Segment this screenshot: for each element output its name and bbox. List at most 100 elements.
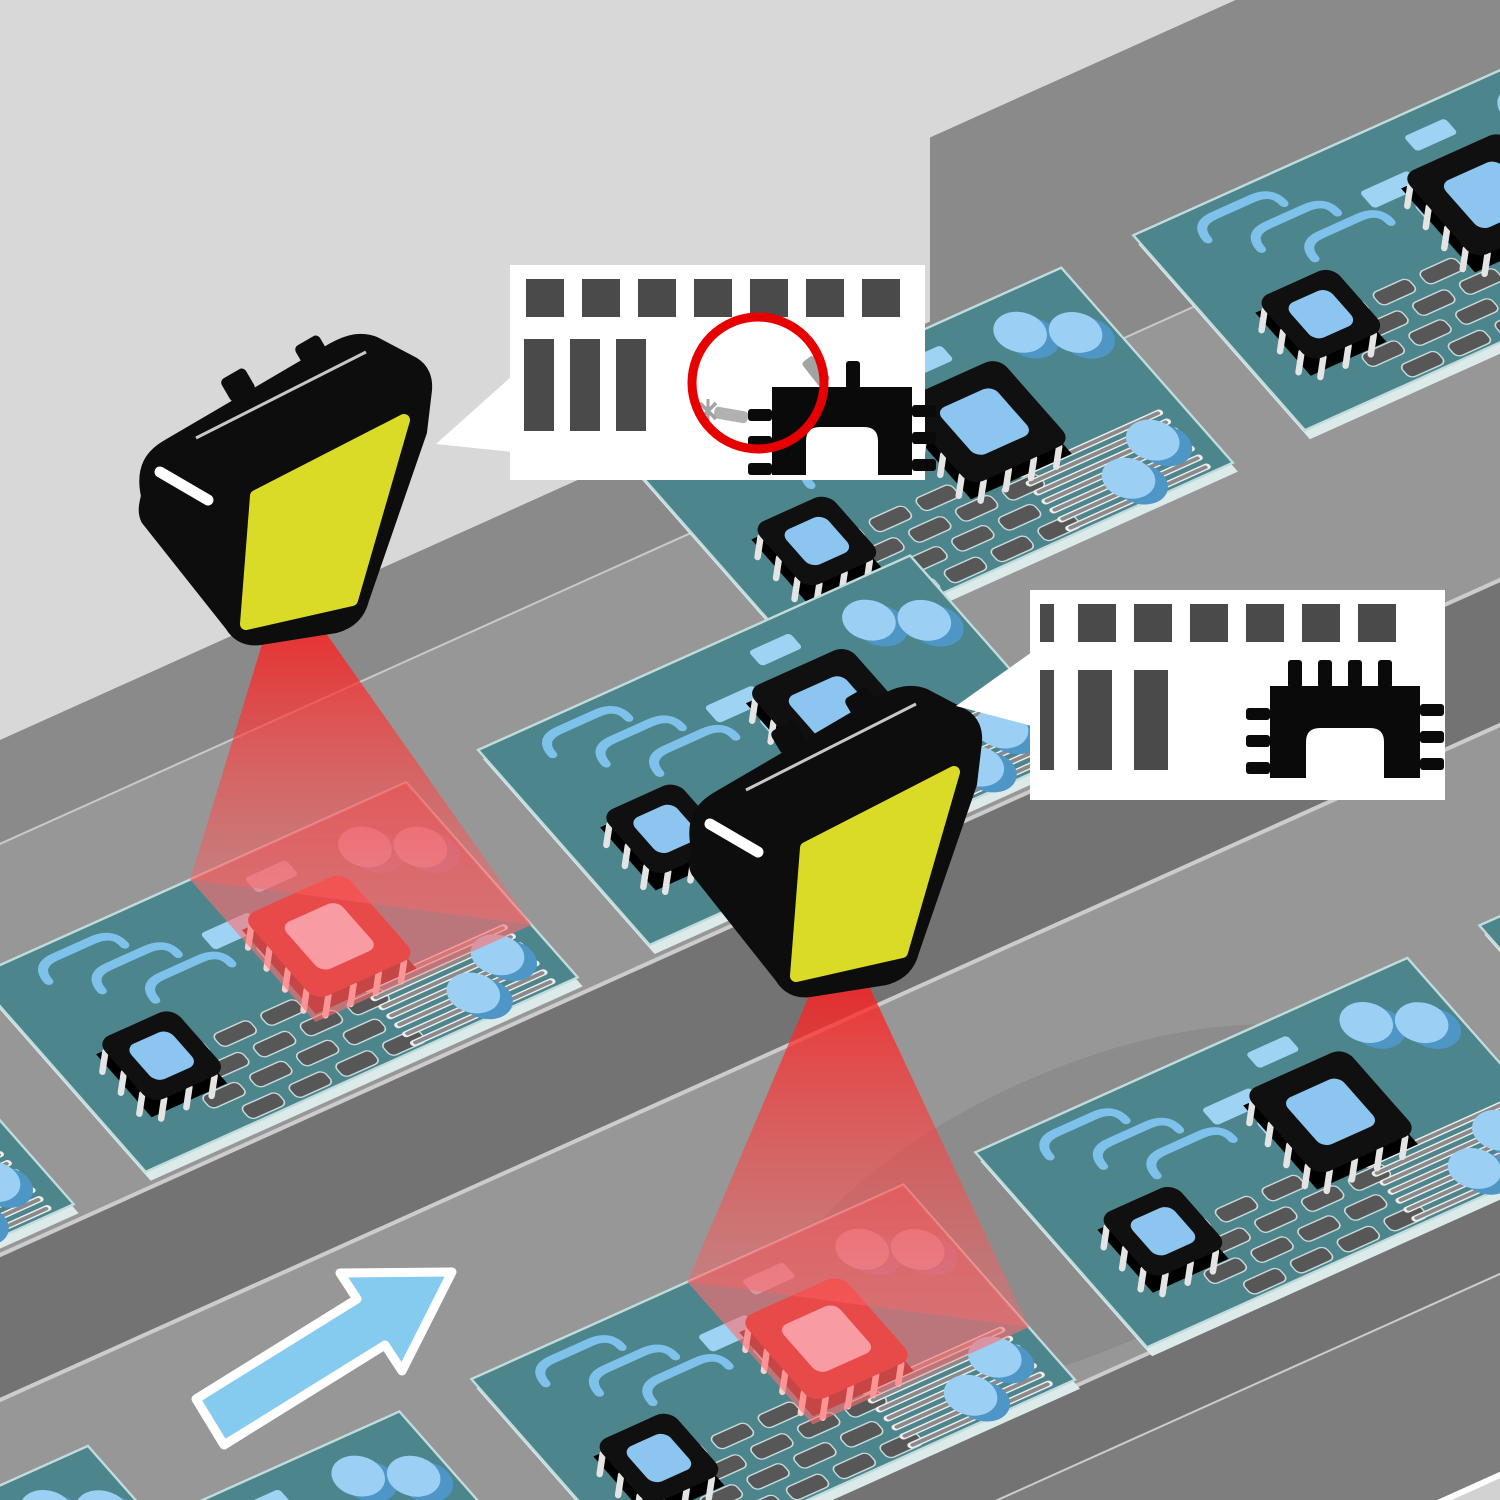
chip-pin bbox=[767, 718, 777, 745]
capacitor-top bbox=[331, 1455, 386, 1497]
belt-edge-line bbox=[0, 722, 1500, 1403]
chip-side-pin bbox=[912, 459, 936, 471]
pcb-board bbox=[973, 956, 1500, 1357]
smd-pad bbox=[252, 1030, 297, 1058]
jumper-component bbox=[37, 932, 130, 985]
fiducial-square bbox=[1134, 604, 1172, 642]
smd-pad bbox=[1343, 1194, 1388, 1221]
fiducial-bar bbox=[1040, 670, 1054, 770]
callout-tail bbox=[956, 652, 1032, 726]
defect-circle-icon bbox=[687, 312, 829, 454]
chip-side-pin bbox=[1246, 735, 1270, 747]
smd-pad bbox=[1289, 1246, 1334, 1274]
smd-pad bbox=[1037, 514, 1081, 542]
chip-pin bbox=[705, 1474, 716, 1500]
smd-pad bbox=[908, 516, 952, 543]
smd-pad bbox=[1254, 1206, 1298, 1233]
chip-pin bbox=[1118, 1244, 1129, 1272]
capacitor-top bbox=[1101, 457, 1156, 499]
smd-pad bbox=[241, 1092, 286, 1119]
chip-pin bbox=[1323, 1167, 1333, 1195]
smd-pad bbox=[750, 1433, 794, 1460]
inspection-callout-pass bbox=[956, 590, 1445, 800]
camera-lens-face bbox=[790, 766, 960, 982]
fiducial-square bbox=[1078, 604, 1116, 642]
fiducial-bar bbox=[570, 339, 600, 431]
smd-pad bbox=[382, 1029, 426, 1056]
smd-pad bbox=[943, 556, 988, 584]
fiducial-square bbox=[526, 279, 564, 317]
jumper-component bbox=[588, 1344, 681, 1397]
chip-side-pin bbox=[1420, 731, 1444, 743]
capacitor-top bbox=[386, 1455, 441, 1497]
pcb-board bbox=[0, 1444, 262, 1500]
scan-beam-2 bbox=[687, 954, 1029, 1328]
smd-component bbox=[239, 1489, 291, 1500]
front-lane bbox=[1000, 1275, 1500, 1500]
chip-pin bbox=[1481, 250, 1491, 278]
capacitor-top bbox=[1394, 1002, 1449, 1044]
callout-tail bbox=[436, 376, 512, 452]
chip-side-pin bbox=[748, 463, 772, 475]
fiducial-square bbox=[862, 279, 900, 317]
inspection-callout-defect bbox=[436, 265, 936, 480]
fiducial-square bbox=[1246, 604, 1284, 642]
camera-seam-line bbox=[745, 702, 917, 792]
chip-pin bbox=[157, 1095, 168, 1122]
smd-pad bbox=[1214, 1195, 1259, 1223]
fiducial-bar bbox=[524, 339, 554, 431]
chip-pin bbox=[99, 1048, 109, 1075]
chip-pin bbox=[635, 1492, 643, 1500]
chip-pin bbox=[603, 821, 613, 849]
fiducial-square bbox=[1358, 604, 1396, 642]
fiducial-bar bbox=[1134, 670, 1168, 770]
chip-pin bbox=[1404, 182, 1414, 210]
smd-pad bbox=[213, 1020, 257, 1047]
jumper-component bbox=[1250, 200, 1343, 253]
chip-side-pin bbox=[912, 432, 936, 444]
chip-side-pin bbox=[1420, 758, 1444, 770]
smd-pad bbox=[1203, 1257, 1248, 1284]
smd-pad bbox=[1250, 1236, 1294, 1263]
chip-pin bbox=[621, 842, 632, 870]
smd-component bbox=[1203, 1088, 1263, 1125]
smd-pad bbox=[954, 495, 999, 522]
chip-top-pin bbox=[1318, 660, 1332, 688]
capacitor-top bbox=[0, 1161, 21, 1203]
chip-pin bbox=[1258, 306, 1268, 334]
chip-pin bbox=[791, 575, 801, 603]
chip-pin bbox=[1002, 466, 1013, 493]
smd-pad bbox=[1412, 289, 1456, 316]
smd-pad bbox=[1419, 257, 1463, 285]
ic-chip bbox=[897, 361, 1072, 504]
fiducial-bar bbox=[616, 339, 646, 431]
smd-pad bbox=[710, 1422, 755, 1450]
chip-pin bbox=[1422, 203, 1433, 231]
smd-pad bbox=[699, 1484, 744, 1500]
smd-pad bbox=[1458, 268, 1500, 295]
pcb-board bbox=[1477, 729, 1500, 1122]
smd-component bbox=[705, 686, 766, 723]
chip-silhouette-icon bbox=[772, 387, 912, 475]
scan-beam-1 bbox=[190, 602, 532, 925]
jumper-component bbox=[1039, 1108, 1131, 1161]
flow-direction-arrow-icon bbox=[191, 1267, 457, 1450]
ic-chip bbox=[1243, 1051, 1418, 1195]
chip-pin bbox=[136, 1090, 146, 1117]
chip-silhouette-icon bbox=[1270, 686, 1420, 778]
jumper-component bbox=[649, 724, 741, 777]
capacitor-top bbox=[943, 1374, 998, 1416]
fiducial-bar bbox=[1078, 670, 1112, 770]
capacitor-top bbox=[446, 972, 501, 1014]
smd-pad bbox=[1383, 1204, 1427, 1232]
chip-pin bbox=[596, 1450, 606, 1478]
capacitor-top bbox=[1447, 1148, 1500, 1189]
chip-top-pin bbox=[846, 361, 860, 389]
smd-pad bbox=[1494, 308, 1500, 336]
camera-lens-face bbox=[240, 414, 410, 630]
capacitor-top bbox=[897, 599, 952, 641]
smd-pad bbox=[868, 505, 913, 533]
fiducial-square bbox=[1190, 604, 1228, 642]
pcb-board bbox=[0, 1410, 573, 1500]
smd-pad bbox=[915, 484, 959, 512]
